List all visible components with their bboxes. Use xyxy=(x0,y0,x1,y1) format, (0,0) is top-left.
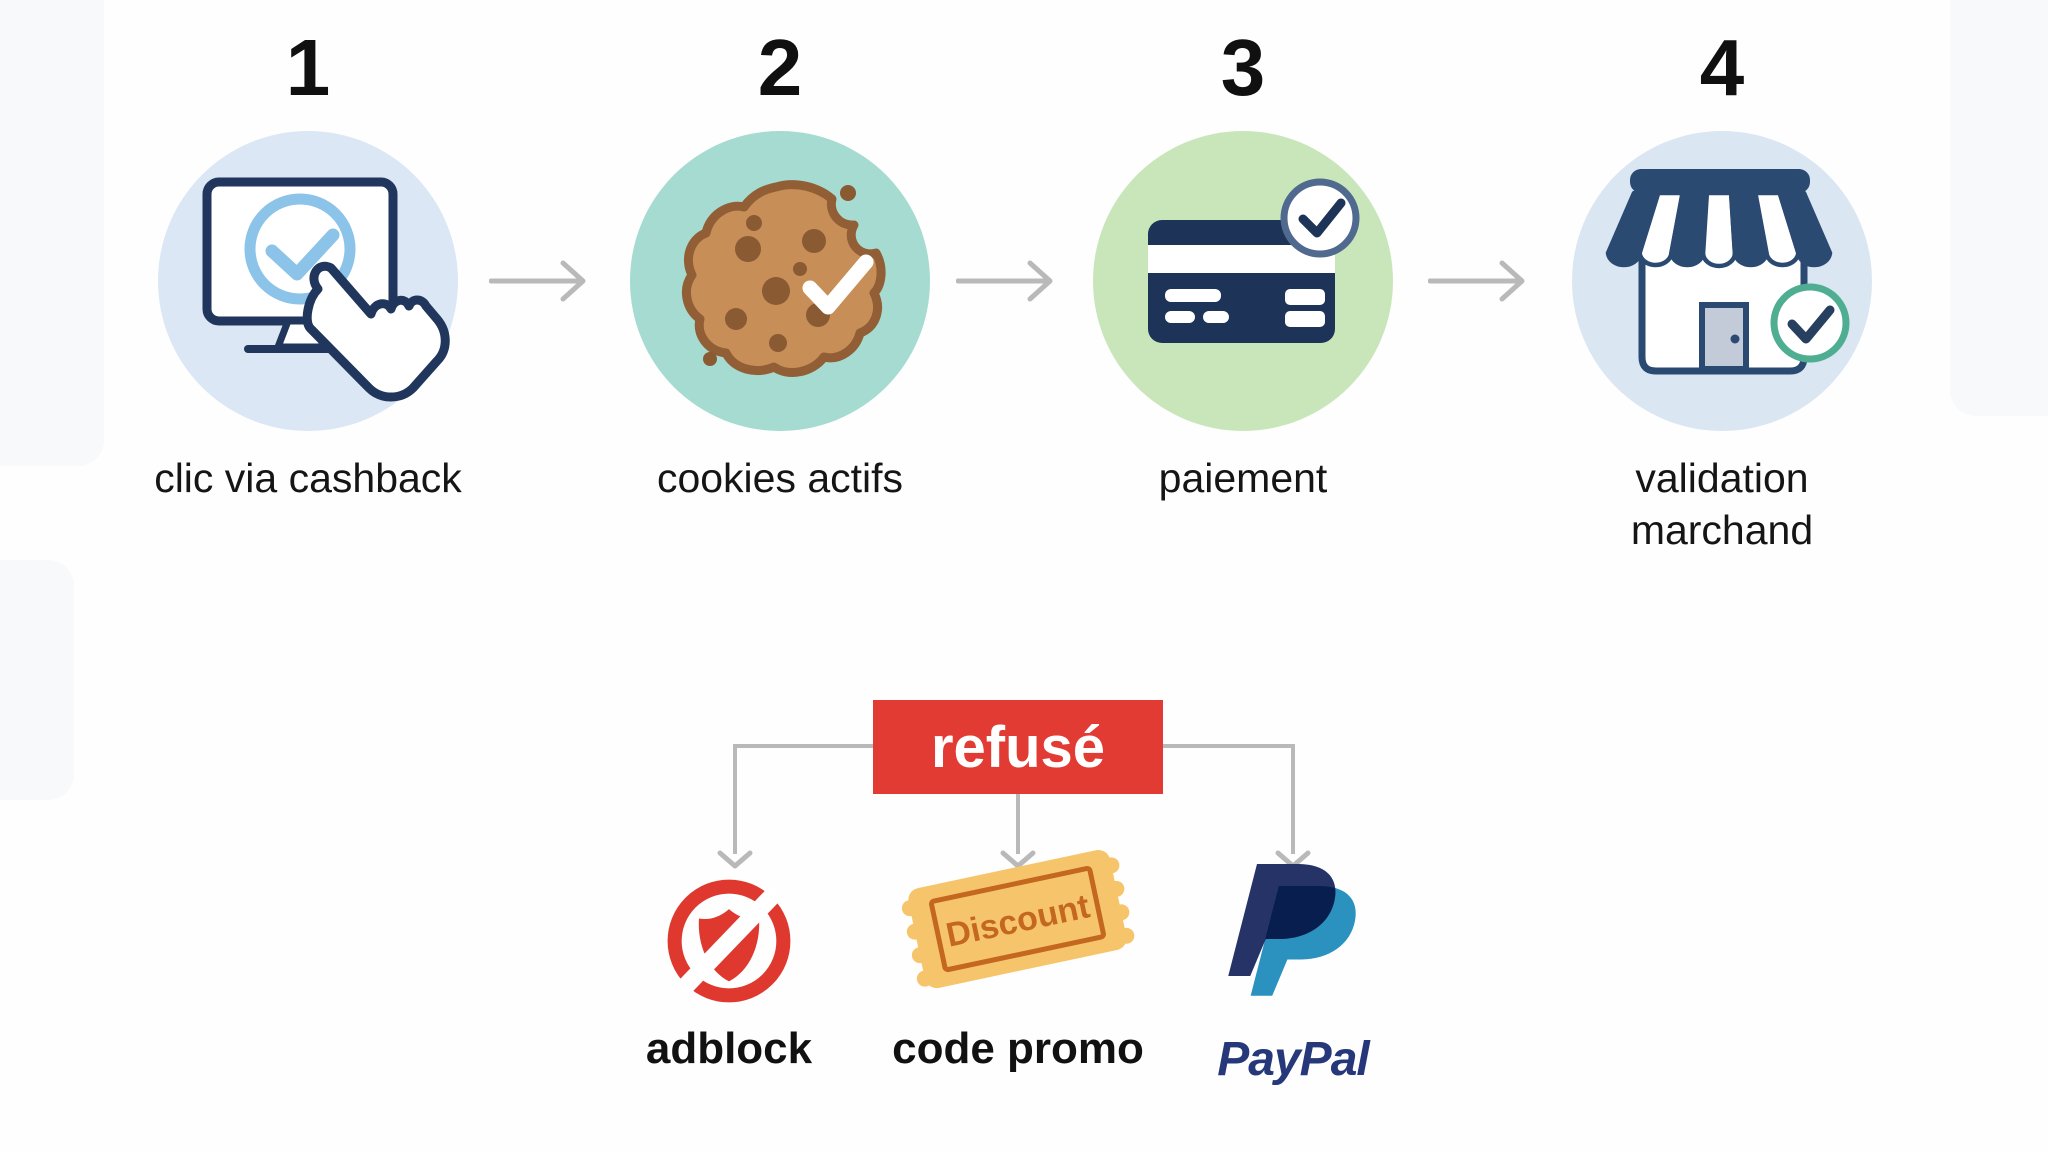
arrow-down-icon xyxy=(717,850,753,869)
step-label: clic via cashback xyxy=(154,455,462,501)
credit-card-check-icon xyxy=(1148,178,1360,343)
step-4-circle xyxy=(1572,131,1872,431)
arrow-right-icon xyxy=(1428,260,1525,302)
step-2: 2 cookies actifs xyxy=(600,0,960,501)
discount-ticket-icon: Discount xyxy=(901,849,1135,989)
cause-paypal: PayPal xyxy=(1143,864,1443,1087)
step-label: cookies actifs xyxy=(656,455,904,501)
background-patch xyxy=(0,560,74,800)
arrow-right-icon xyxy=(956,260,1053,302)
connector-line xyxy=(1291,744,1295,854)
cause-label: adblock xyxy=(645,1024,813,1073)
step-3: 3 paiement xyxy=(1063,0,1423,501)
step-1-circle xyxy=(158,131,458,431)
connector-line xyxy=(733,744,873,748)
step-2-circle xyxy=(630,131,930,431)
connector-line xyxy=(733,744,737,854)
arrow-right-icon xyxy=(489,260,586,302)
cause-adblock: adblock xyxy=(579,866,879,1074)
connector-line xyxy=(1016,794,1020,854)
step-4: 4 validation marchand xyxy=(1542,0,1902,553)
step-number: 4 xyxy=(1699,23,1745,112)
arrow-down-icon xyxy=(1000,850,1036,869)
step-3-circle xyxy=(1093,131,1393,431)
cause-code-promo: Discount code promo xyxy=(868,849,1168,1074)
step-number: 1 xyxy=(285,23,331,112)
step-1: 1 clic via cashback xyxy=(128,0,488,502)
connector-line xyxy=(1163,744,1295,748)
step-number: 2 xyxy=(757,23,803,112)
adblock-blocked-shield-icon xyxy=(667,879,791,1003)
cookie-check-icon xyxy=(681,180,886,377)
paypal-monogram-icon xyxy=(1228,864,1356,996)
storefront-check-icon xyxy=(1605,169,1850,375)
monitor-click-check-icon xyxy=(202,177,450,402)
refused-status-box: refusé xyxy=(873,700,1163,794)
background-patch xyxy=(0,0,104,466)
paypal-wordmark: PayPal xyxy=(1217,1033,1369,1086)
background-patch xyxy=(1950,0,2048,416)
step-label: validation marchand xyxy=(1630,455,1814,554)
step-number: 3 xyxy=(1220,23,1266,112)
cause-label: code promo xyxy=(892,1024,1144,1073)
refused-label: refusé xyxy=(930,714,1106,780)
step-label: paiement xyxy=(1158,455,1328,501)
